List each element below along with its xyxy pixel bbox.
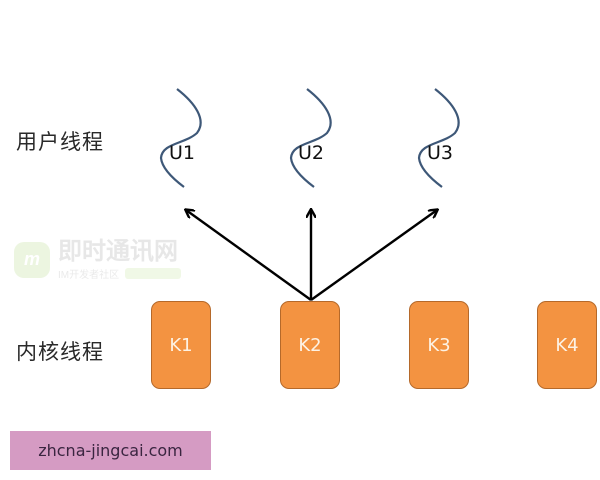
kernel-thread-K3-label: K3 [427, 334, 451, 356]
kernel-thread-K1: K1 [151, 301, 211, 389]
user-threads-label: 用户线程 [16, 130, 104, 154]
watermark-logo-icon: m [14, 241, 50, 278]
arrow-k2-to-u1 [186, 210, 312, 301]
kernel-thread-K4: K4 [537, 301, 597, 389]
kernel-thread-K1-label: K1 [169, 334, 193, 356]
kernel-thread-K2-label: K2 [298, 334, 322, 356]
user-thread-U2-label: U2 [298, 142, 324, 164]
site-banner-text: zhcna-jingcai.com [38, 441, 183, 460]
user-thread-U1-label: U1 [169, 142, 195, 164]
site-banner: zhcna-jingcai.com [10, 431, 211, 470]
user-thread-U3-label: U3 [427, 142, 453, 164]
kernel-thread-K3: K3 [409, 301, 469, 389]
watermark-badge [125, 268, 182, 279]
kernel-thread-K4-label: K4 [555, 334, 579, 356]
watermark-subtitle: IM开发者社区 [58, 270, 120, 281]
kernel-threads-label: 内核线程 [16, 340, 104, 364]
user-thread-wave-U1 [159, 88, 202, 188]
arrow-k2-to-u3 [310, 210, 437, 301]
watermark-title: 即时通讯网 [58, 237, 178, 265]
user-thread-wave-U3 [417, 88, 460, 188]
kernel-thread-K2: K2 [280, 301, 340, 389]
user-thread-wave-U2 [289, 88, 332, 188]
watermark: m 即时通讯网 IM开发者社区 [14, 237, 182, 281]
